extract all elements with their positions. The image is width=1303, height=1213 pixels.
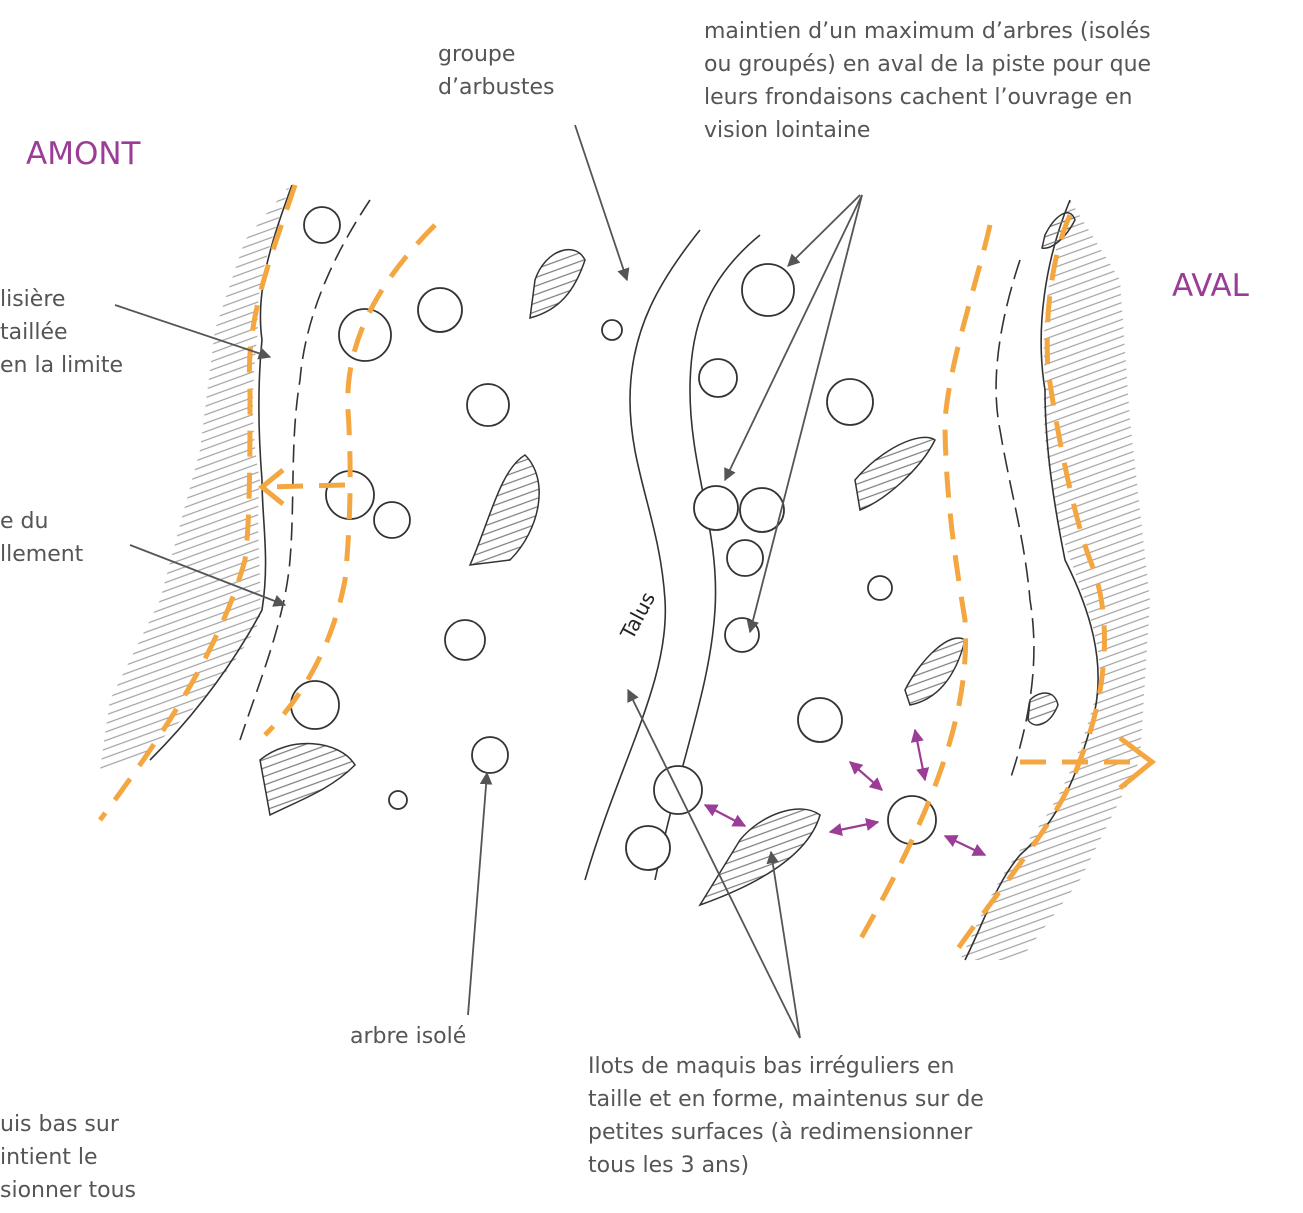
trees [291,207,936,870]
lisiere-label: lisière taillée en la limite [0,283,130,382]
groupe-arbustes-label: groupe d’arbustes [438,38,618,104]
right-slope-hatching [960,200,1150,960]
maquis-bas-label: uis bas sur intient le sionner tous [0,1108,200,1207]
aval-label: AVAL [1172,268,1249,304]
ilots-maquis-label: Ilots de maquis bas irréguliers en taill… [588,1050,1108,1182]
limite-debroussaillement-label: e du llement [0,505,130,571]
amont-label: AMONT [26,136,140,172]
maintien-arbres-label: maintien d’un maximum d’arbres (isolés o… [704,15,1294,147]
arbre-isole-label: arbre isolé [350,1020,550,1053]
